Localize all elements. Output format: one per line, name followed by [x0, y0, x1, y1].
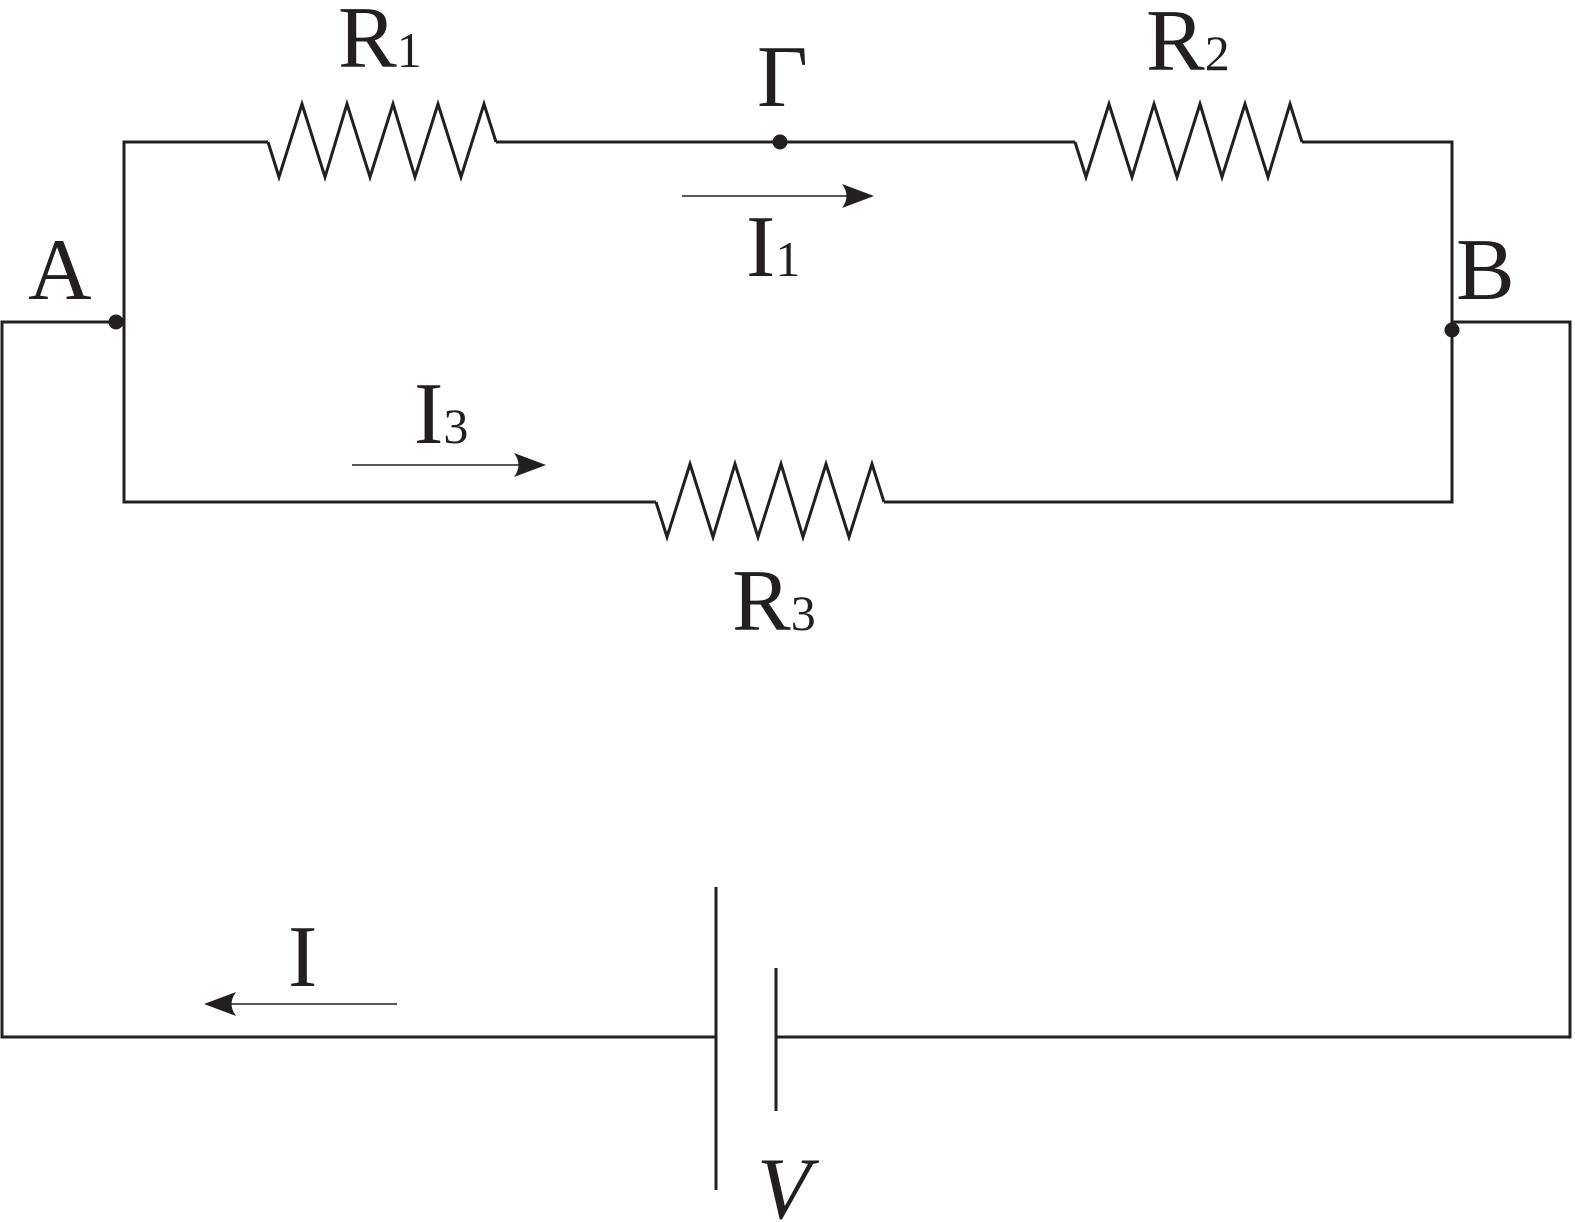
upper-branch [122, 98, 1454, 330]
lower-wire-right [884, 330, 1454, 504]
arrow-i3-head [514, 453, 546, 477]
resistor-r2-symbol: R [1146, 0, 1205, 90]
node-gamma-label: Γ [757, 29, 808, 126]
lower-wire-left [122, 322, 656, 504]
resistor-r1-label: R1 [338, 0, 422, 87]
arrow-i1-head [842, 184, 874, 208]
arrow-i-head [204, 992, 236, 1016]
node-b-dot [1444, 322, 1460, 338]
node-a-dot [108, 314, 124, 330]
arrow-i [204, 992, 397, 1016]
current-i3-symbol: I [414, 366, 443, 463]
current-i3-label: I3 [414, 366, 468, 463]
arrow-i3 [352, 453, 546, 477]
resistor-r3-index: 3 [791, 585, 816, 641]
outer-loop [0, 320, 1572, 1190]
resistor-r2-label: R2 [1146, 0, 1230, 90]
resistor-r1-index: 1 [397, 22, 422, 78]
resistor-r2 [1073, 98, 1304, 183]
resistor-r1-symbol: R [338, 0, 397, 87]
resistor-r2-index: 2 [1205, 25, 1230, 81]
node-b-label: B [1456, 222, 1515, 319]
current-i3-index: 3 [443, 398, 468, 454]
source-v-label: V [757, 1141, 820, 1222]
node-a-label: A [28, 222, 92, 319]
upper-wire-right [1302, 140, 1454, 330]
outer-wire-left [0, 320, 716, 1039]
resistor-r3 [654, 458, 886, 543]
resistor-r3-symbol: R [732, 553, 791, 650]
upper-wire-left [122, 140, 268, 322]
node-gamma-dot [772, 134, 788, 150]
current-i1-symbol: I [746, 199, 775, 296]
resistor-r3-label: R3 [732, 553, 816, 650]
arrow-i1 [682, 184, 874, 208]
current-i1-index: 1 [775, 231, 800, 287]
lower-branch [122, 322, 1454, 543]
outer-wire-right [776, 320, 1572, 1039]
current-i1-label: I1 [746, 199, 800, 296]
current-i-label: I [288, 909, 317, 1006]
resistor-r1 [266, 98, 498, 183]
